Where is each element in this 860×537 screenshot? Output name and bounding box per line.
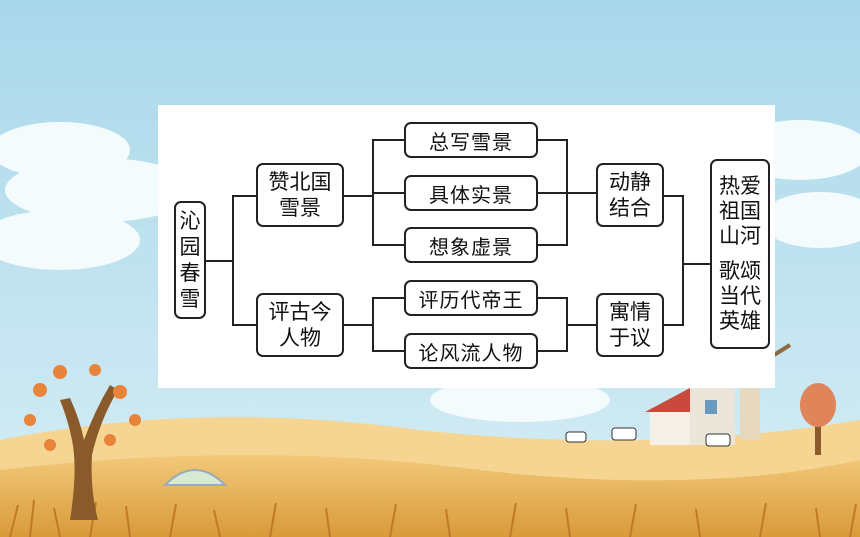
item-real-scene: 具体实景	[404, 175, 538, 211]
item-overall-snow: 总写雪景	[404, 122, 538, 158]
method-top-line: 动静	[609, 170, 651, 194]
connector	[664, 195, 684, 197]
branch-top-line: 雪景	[279, 196, 321, 220]
branch-bottom-node: 评古今 人物	[256, 293, 344, 357]
connector	[538, 350, 568, 352]
tree-right	[800, 383, 836, 455]
method-bottom-line: 寓情	[609, 300, 651, 324]
connector	[372, 244, 404, 246]
connector	[682, 195, 684, 326]
theme-line: 祖国	[719, 199, 761, 223]
method-bottom-node: 寓情 于议	[596, 293, 664, 357]
method-top-node: 动静 结合	[596, 163, 664, 227]
connector	[538, 244, 568, 246]
root-char: 雪	[179, 287, 201, 311]
root-char: 沁	[179, 209, 201, 233]
theme-line: 热爱	[719, 174, 761, 198]
root-char: 园	[179, 235, 201, 259]
connector	[538, 297, 568, 299]
connector	[682, 263, 710, 265]
connector	[344, 195, 372, 197]
branch-top-line: 赞北国	[268, 170, 332, 194]
diagram-panel: 沁 园 春 雪 赞北国 雪景 评古今 人物 总写雪景 具体实景 想象虚景 评历代…	[158, 105, 775, 388]
connector	[372, 192, 404, 194]
method-top-line: 结合	[609, 196, 651, 220]
connector	[664, 324, 684, 326]
theme-line: 山河	[719, 224, 761, 248]
branch-bottom-line: 人物	[279, 326, 321, 350]
cows	[565, 427, 731, 447]
item-past-emperors: 评历代帝王	[404, 280, 538, 316]
connector	[372, 297, 374, 351]
root-char: 春	[179, 261, 201, 285]
connector	[232, 195, 256, 197]
connector	[372, 297, 404, 299]
theme-line: 当代	[719, 284, 761, 308]
item-imagined-scene: 想象虚景	[404, 227, 538, 263]
tree-left	[24, 364, 141, 520]
connector	[372, 350, 404, 352]
connector	[566, 324, 596, 326]
theme-node: 热爱 祖国 山河 歌颂 当代 英雄	[710, 159, 770, 349]
branch-bottom-line: 评古今	[268, 300, 332, 324]
connector	[538, 139, 568, 141]
connector	[206, 260, 232, 262]
root-node: 沁 园 春 雪	[174, 201, 206, 319]
greenhouse	[162, 469, 228, 486]
connector	[232, 324, 256, 326]
connector	[538, 192, 596, 194]
item-heroic-figures: 论风流人物	[404, 333, 538, 369]
branch-top-node: 赞北国 雪景	[256, 163, 344, 227]
theme-line: 英雄	[719, 309, 761, 333]
method-bottom-line: 于议	[609, 326, 651, 350]
theme-line: 歌颂	[719, 259, 761, 283]
connector	[344, 324, 372, 326]
connector	[372, 139, 404, 141]
connector	[232, 195, 234, 325]
